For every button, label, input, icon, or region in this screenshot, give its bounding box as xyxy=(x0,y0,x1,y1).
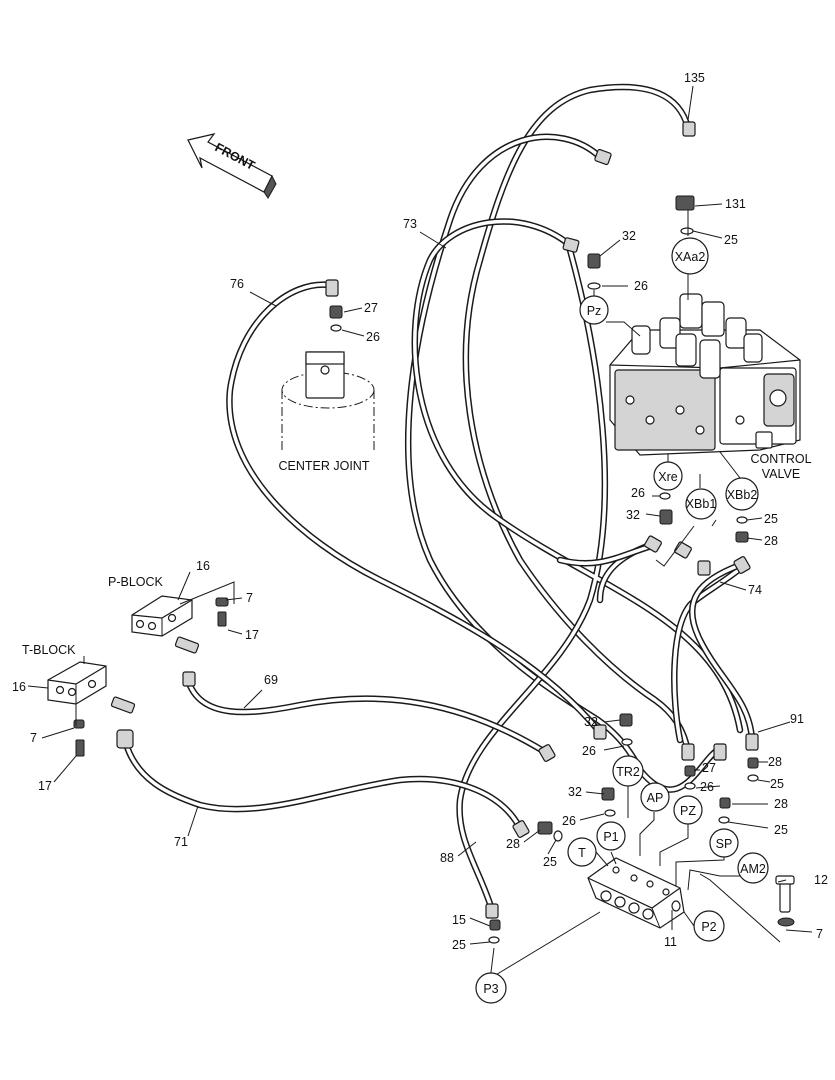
hose-center-joint xyxy=(556,541,659,567)
callout-28: 28 xyxy=(768,755,782,769)
port-xre: Xre xyxy=(653,461,683,491)
port-tr2-label: TR2 xyxy=(616,765,640,779)
center-joint-label: CENTER JOINT xyxy=(279,459,370,473)
port-markers: XAa2 Pz Xre XBb1 XBb2 TR2 AP PZ xyxy=(475,237,769,1004)
callout-32: 32 xyxy=(584,715,598,729)
port-ap: AP xyxy=(640,782,670,812)
callout-73: 73 xyxy=(403,217,417,231)
port-p2: P2 xyxy=(693,910,725,942)
port-t: T xyxy=(567,837,597,867)
port-am2: AM2 xyxy=(737,852,769,884)
port-pz-low-label: PZ xyxy=(680,804,696,818)
port-am2-label: AM2 xyxy=(740,862,766,876)
callout-69: 69 xyxy=(264,673,278,687)
callout-16: 16 xyxy=(12,680,26,694)
callout-numbers: 135 131 25 73 32 26 76 27 26 26 32 25 28… xyxy=(12,71,828,952)
port-pz-top: Pz xyxy=(579,295,609,325)
callout-12: 12 xyxy=(814,873,828,887)
port-xaa2: XAa2 xyxy=(671,237,709,275)
small-adapters xyxy=(73,195,795,944)
leader-lines xyxy=(27,85,813,981)
callout-7: 7 xyxy=(30,731,37,745)
t-block-label: T-BLOCK xyxy=(22,643,76,657)
port-pz-top-label: Pz xyxy=(587,304,602,318)
callout-28: 28 xyxy=(506,837,520,851)
t-block xyxy=(47,661,107,705)
port-p3: P3 xyxy=(475,972,507,1004)
callout-27: 27 xyxy=(702,761,716,775)
port-xbb2: XBb2 xyxy=(725,477,759,511)
port-sp: SP xyxy=(709,828,739,858)
hose-135 xyxy=(462,83,692,756)
port-p2-label: P2 xyxy=(701,920,716,934)
callout-135: 135 xyxy=(684,71,705,85)
callout-25: 25 xyxy=(770,777,784,791)
port-tr2: TR2 xyxy=(612,755,644,787)
p-block xyxy=(131,595,193,637)
port-p1-label: P1 xyxy=(603,830,618,844)
component-labels: CENTER JOINT CONTROL VALVE P-BLOCK T-BLO… xyxy=(22,452,812,657)
callout-74: 74 xyxy=(748,583,762,597)
callout-15: 15 xyxy=(452,913,466,927)
callout-26: 26 xyxy=(634,279,648,293)
callout-131: 131 xyxy=(725,197,746,211)
callout-32: 32 xyxy=(622,229,636,243)
callout-26: 26 xyxy=(631,486,645,500)
hose-end-fittings xyxy=(116,121,759,919)
callout-7: 7 xyxy=(816,927,823,941)
pilot-block-11 xyxy=(587,857,685,929)
port-xre-label: Xre xyxy=(658,470,678,484)
port-xbb1-label: XBb1 xyxy=(686,497,717,511)
port-ap-label: AP xyxy=(647,791,664,805)
callout-76: 76 xyxy=(230,277,244,291)
callout-27: 27 xyxy=(364,301,378,315)
control-valve xyxy=(609,293,801,456)
port-xbb1: XBb1 xyxy=(685,488,717,520)
callout-7: 7 xyxy=(246,591,253,605)
hose-91 xyxy=(688,561,756,744)
callout-32: 32 xyxy=(568,785,582,799)
callout-32: 32 xyxy=(626,508,640,522)
callout-16: 16 xyxy=(196,559,210,573)
hose-76 xyxy=(226,281,602,734)
port-p1: P1 xyxy=(596,821,626,851)
callout-25: 25 xyxy=(764,512,778,526)
port-p3-label: P3 xyxy=(483,982,498,996)
callout-11: 11 xyxy=(664,935,677,949)
center-joint xyxy=(281,351,375,450)
callout-26: 26 xyxy=(700,780,714,794)
control-valve-label-line1: CONTROL xyxy=(750,452,811,466)
callout-17: 17 xyxy=(245,628,259,642)
front-arrow: FRONT xyxy=(187,133,277,199)
callout-25: 25 xyxy=(774,823,788,837)
hose-88 xyxy=(411,218,744,914)
hose-71 xyxy=(121,736,524,832)
callout-28: 28 xyxy=(764,534,778,548)
callout-71: 71 xyxy=(174,835,188,849)
port-pz-low: PZ xyxy=(673,795,703,825)
port-xaa2-label: XAa2 xyxy=(675,250,706,264)
hose-69 xyxy=(184,676,549,756)
callout-26: 26 xyxy=(582,744,596,758)
callout-25: 25 xyxy=(724,233,738,247)
callout-26: 26 xyxy=(366,330,380,344)
callout-25: 25 xyxy=(543,855,557,869)
callout-25: 25 xyxy=(452,938,466,952)
p-block-label: P-BLOCK xyxy=(108,575,164,589)
callout-26: 26 xyxy=(562,814,576,828)
port-sp-label: SP xyxy=(716,837,733,851)
control-valve-label-line2: VALVE xyxy=(762,467,800,481)
callout-88: 88 xyxy=(440,851,454,865)
callout-28: 28 xyxy=(774,797,788,811)
callout-17: 17 xyxy=(38,779,52,793)
port-xbb2-label: XBb2 xyxy=(727,488,758,502)
port-t-label: T xyxy=(578,846,586,860)
callout-91: 91 xyxy=(790,712,804,726)
